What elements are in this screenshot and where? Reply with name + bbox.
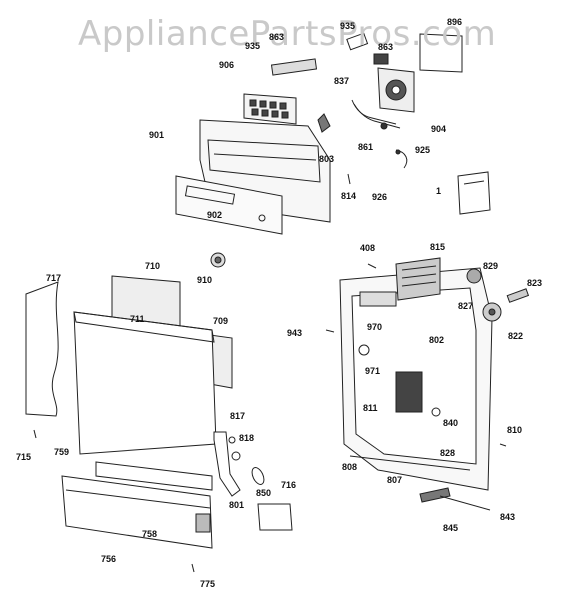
- callout-801: 801: [229, 500, 245, 510]
- part-823-latch: [506, 288, 530, 303]
- part-759-bracket: [95, 461, 213, 491]
- part-837-861-wiring: [351, 99, 401, 130]
- callout-943: 943: [287, 328, 303, 338]
- callout-863: 863: [269, 32, 285, 42]
- callout-715: 715: [16, 452, 32, 462]
- callout-823: 823: [527, 278, 543, 288]
- part-850-plate: [257, 503, 293, 531]
- callout-408: 408: [360, 243, 376, 253]
- part-814-screw: [347, 173, 351, 185]
- callout-818: 818: [239, 433, 255, 443]
- part-910-knob: [210, 252, 226, 268]
- callout-822: 822: [508, 331, 524, 341]
- callout-817: 817: [230, 411, 246, 421]
- part-756-toe-kick: [61, 475, 213, 549]
- part-807-inner-door: [339, 267, 493, 491]
- callout-843: 843: [500, 512, 516, 522]
- callout-717: 717: [46, 273, 62, 283]
- part-1-manual: [457, 171, 491, 215]
- part-717-insulation: [25, 281, 59, 417]
- callout-810: 810: [507, 425, 523, 435]
- part-883-cap: [373, 53, 389, 65]
- callout-829: 829: [483, 261, 499, 271]
- part-902-panel: [175, 175, 283, 235]
- callout-971: 971: [365, 366, 381, 376]
- callout-926: 926: [372, 192, 388, 202]
- callout-828: 828: [440, 448, 456, 458]
- callout-803: 803: [319, 154, 335, 164]
- callout-814: 814: [341, 191, 357, 201]
- callout-756: 756: [101, 554, 117, 564]
- part-935-bracket: [270, 58, 318, 76]
- part-925-wire: [395, 149, 408, 169]
- callout-902: 902: [207, 210, 223, 220]
- part-801-hinge: [213, 431, 241, 497]
- callout-758: 758: [142, 529, 158, 539]
- callout-840: 840: [443, 418, 459, 428]
- part-904-timer: [377, 67, 415, 113]
- callout-935: 935: [340, 21, 356, 31]
- callout-709: 709: [213, 316, 229, 326]
- callout-906: 906: [219, 60, 235, 70]
- callout-850: 850: [256, 488, 272, 498]
- part-716-cap: [251, 467, 265, 485]
- callout-837: 837: [334, 76, 350, 86]
- callout-935: 935: [245, 41, 261, 51]
- callout-807: 807: [387, 475, 403, 485]
- part-845-strip: [419, 487, 451, 503]
- watermark: AppliancePartsPros.com: [78, 14, 497, 54]
- callout-802: 802: [429, 335, 445, 345]
- callout-896: 896: [447, 17, 463, 27]
- part-711-door-panel: [73, 311, 217, 455]
- callout-711: 711: [130, 314, 145, 324]
- part-829-knob: [466, 268, 482, 284]
- callout-863: 863: [378, 42, 394, 52]
- callout-904: 904: [431, 124, 447, 134]
- callout-901: 901: [149, 130, 165, 140]
- part-843-rail: [439, 495, 491, 511]
- callout-827: 827: [458, 301, 474, 311]
- callout-861: 861: [358, 142, 374, 152]
- callout-815: 815: [430, 242, 446, 252]
- callout-710: 710: [145, 261, 161, 271]
- callout-811: 811: [363, 403, 378, 413]
- callout-775: 775: [200, 579, 216, 589]
- callout-716: 716: [281, 480, 297, 490]
- callout-970: 970: [367, 322, 383, 332]
- part-863-pad: [346, 32, 369, 51]
- part-906-switch-block: [243, 93, 297, 125]
- part-803-clip: [317, 113, 331, 133]
- callout-808: 808: [342, 462, 358, 472]
- part-896-card: [419, 33, 463, 73]
- callout-1: 1: [436, 186, 442, 196]
- part-822-dial: [482, 302, 502, 322]
- callout-845: 845: [443, 523, 459, 533]
- callout-910: 910: [197, 275, 213, 285]
- callout-925: 925: [415, 145, 431, 155]
- callout-759: 759: [54, 447, 70, 457]
- part-815-vent: [395, 257, 441, 301]
